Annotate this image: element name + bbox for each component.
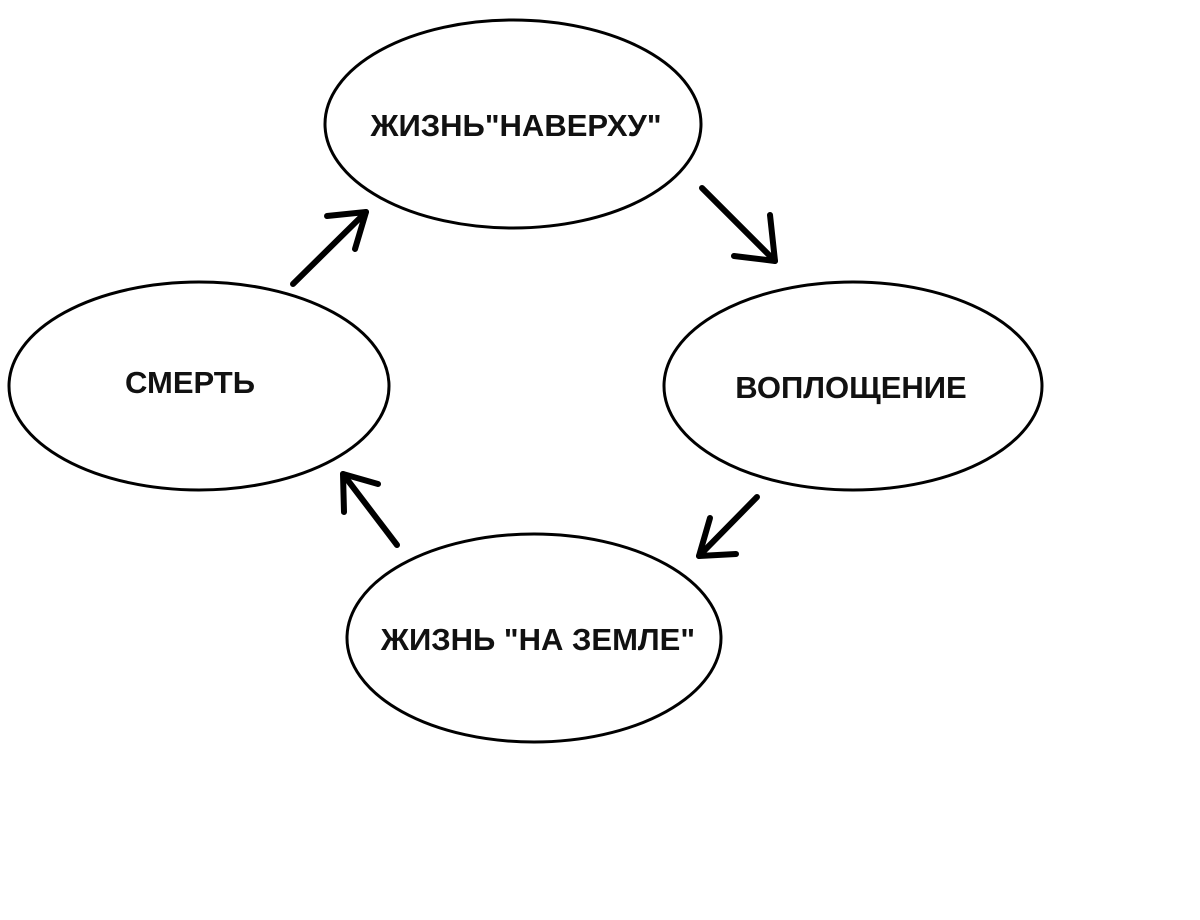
node-death-label: СМЕРТЬ	[125, 365, 255, 400]
arrow-life-above-to-incarnation	[699, 185, 778, 264]
arrow-incarnation-to-life-on-earth-shaft	[696, 494, 760, 559]
arrow-incarnation-to-life-on-earth	[696, 494, 760, 559]
node-incarnation: ВОПЛОЩЕНИЕ	[662, 280, 1044, 492]
arrow-life-on-earth-to-death	[340, 471, 400, 548]
arrow-life-above-to-incarnation-head	[731, 212, 778, 264]
node-life-on-earth-ellipse	[345, 532, 723, 744]
arrow-incarnation-to-life-on-earth-head	[696, 515, 739, 559]
node-death: СМЕРТЬ	[7, 280, 391, 492]
node-incarnation-label: ВОПЛОЩЕНИЕ	[735, 370, 967, 405]
arrow-death-to-life-above-head	[324, 209, 369, 252]
arrow-life-on-earth-to-death-shaft	[340, 471, 400, 548]
node-life-on-earth: ЖИЗНЬ "НА ЗЕМЛЕ"	[345, 532, 723, 744]
arrow-death-to-life-above-shaft	[290, 209, 369, 287]
node-life-above-label: ЖИЗНЬ"НАВЕРХУ"	[369, 108, 661, 143]
node-life-above: ЖИЗНЬ"НАВЕРХУ"	[323, 18, 703, 230]
node-life-above-ellipse	[323, 18, 703, 230]
node-life-on-earth-label: ЖИЗНЬ "НА ЗЕМЛЕ"	[380, 622, 695, 657]
node-death-ellipse	[7, 280, 391, 492]
node-incarnation-ellipse	[662, 280, 1044, 492]
arrow-death-to-life-above	[290, 209, 369, 287]
arrow-life-above-to-incarnation-shaft	[699, 185, 778, 264]
arrow-life-on-earth-to-death-head	[340, 471, 381, 515]
